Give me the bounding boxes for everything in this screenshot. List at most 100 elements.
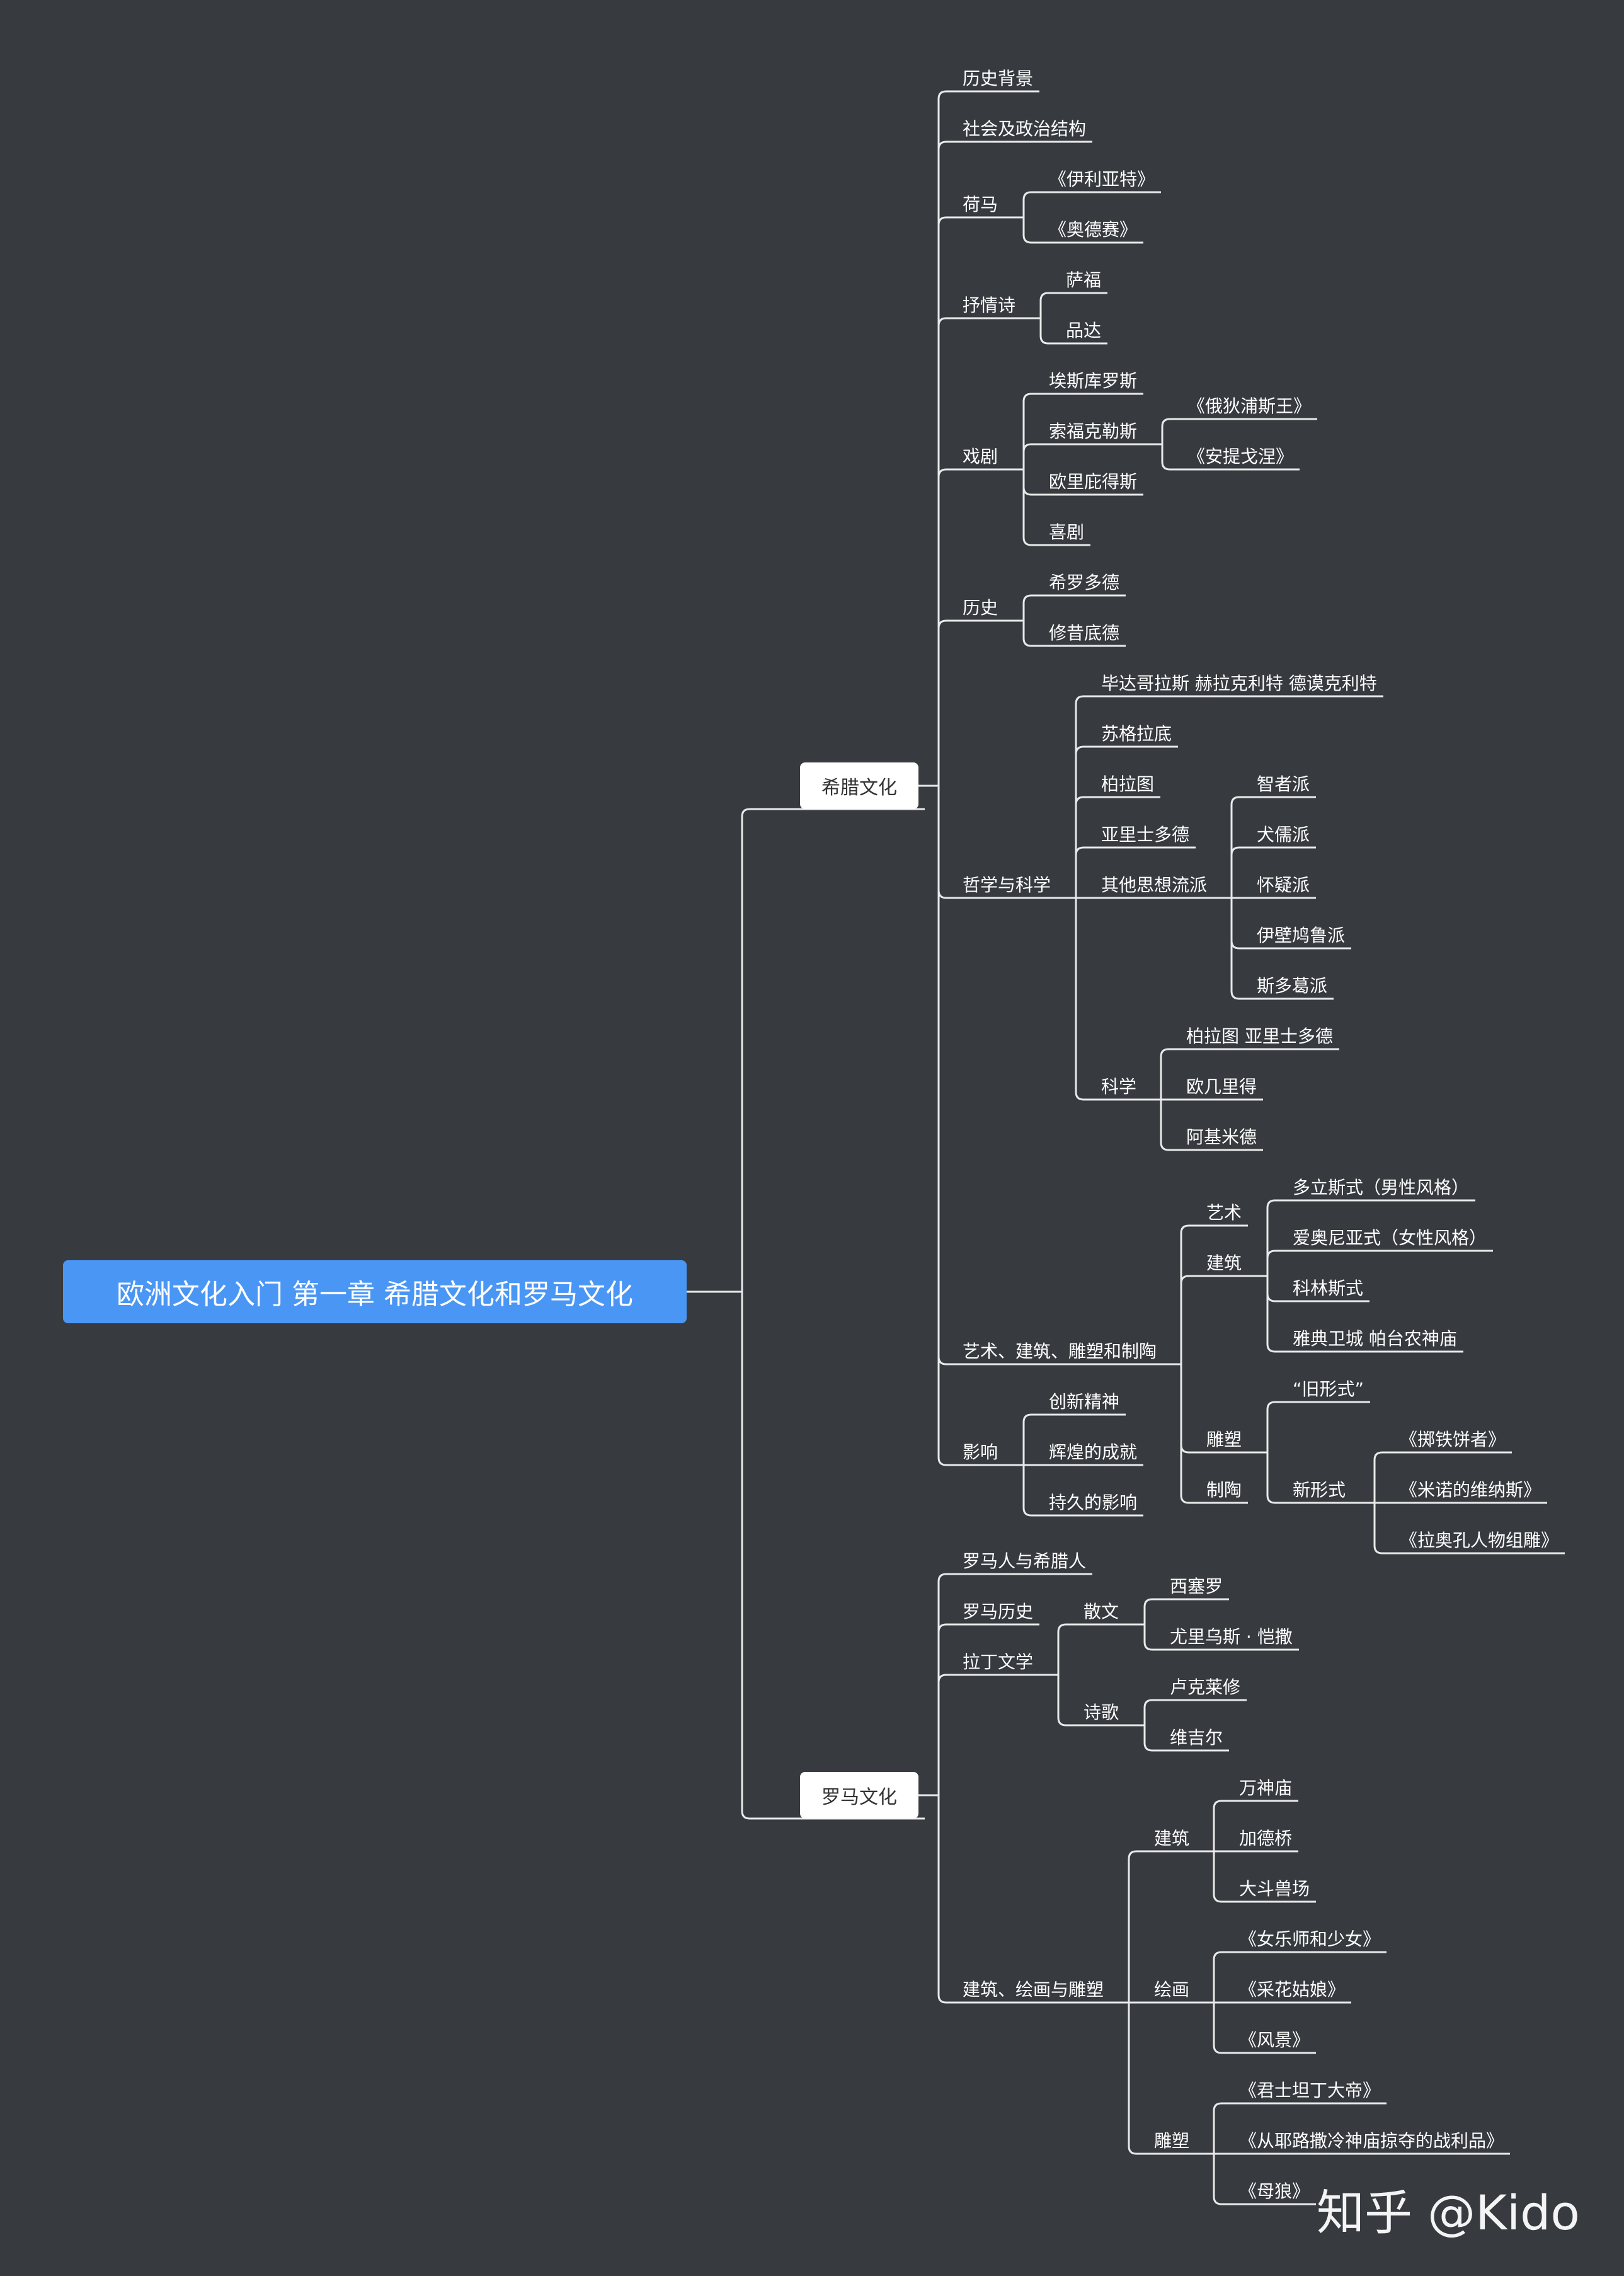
node-plato-aristotle[interactable]: 柏拉图 亚里士多德 <box>1186 1026 1333 1047</box>
node-acropolis-parthenon[interactable]: 雅典卫城 帕台农神庙 <box>1293 1328 1457 1349</box>
connector-23 <box>1022 469 1090 546</box>
node-history-background[interactable]: 历史背景 <box>963 68 1034 89</box>
node-landscape[interactable]: 《风景》 <box>1239 2030 1310 2050</box>
connector-25 <box>1161 418 1317 444</box>
node-aeschylus[interactable]: 埃斯库罗斯 <box>1049 371 1138 391</box>
node-homer[interactable]: 荷马 <box>963 194 998 215</box>
node-venus-de-milo[interactable]: 《米诺的维纳斯》 <box>1400 1480 1541 1500</box>
node-art[interactable]: 艺术 <box>1206 1202 1242 1223</box>
node-virgil[interactable]: 维吉尔 <box>1170 1727 1223 1748</box>
node-constantine[interactable]: 《君士坦丁大帝》 <box>1239 2080 1381 2101</box>
connector-8 <box>937 468 1004 786</box>
node-comedy[interactable]: 喜剧 <box>1049 522 1085 543</box>
node-society-politics[interactable]: 社会及政治结构 <box>963 118 1087 139</box>
connector-12 <box>937 786 1004 1466</box>
connector-15 <box>1022 217 1143 244</box>
node-roman-arts[interactable]: 建筑、绘画与雕塑 <box>963 1979 1104 2000</box>
roman-culture-node[interactable]: 罗马文化 <box>800 1772 918 1819</box>
node-achievement[interactable]: 辉煌的成就 <box>1049 1442 1138 1463</box>
node-musician-girl[interactable]: 《女乐师和少女》 <box>1239 1929 1381 1950</box>
node-science[interactable]: 科学 <box>1101 1076 1137 1097</box>
connector-38 <box>1230 796 1316 898</box>
node-poetry[interactable]: 诗歌 <box>1084 1702 1119 1723</box>
node-euripides[interactable]: 欧里庇得斯 <box>1049 471 1138 492</box>
node-lasting-influence[interactable]: 持久的影响 <box>1049 1492 1138 1513</box>
node-drama[interactable]: 戏剧 <box>963 446 998 467</box>
node-cicero[interactable]: 西塞罗 <box>1170 1576 1223 1597</box>
node-archimedes[interactable]: 阿基米德 <box>1186 1127 1257 1147</box>
node-she-wolf[interactable]: 《母狼》 <box>1239 2181 1310 2202</box>
connector-49 <box>1180 1275 1248 1364</box>
node-pottery[interactable]: 制陶 <box>1206 1480 1242 1500</box>
node-history[interactable]: 历史 <box>963 597 998 618</box>
node-colosseum[interactable]: 大斗兽场 <box>1239 1878 1310 1899</box>
root-node[interactable]: 欧洲文化入门 第一章 希腊文化和罗马文化 <box>63 1260 687 1323</box>
node-discobolus[interactable]: 《掷铁饼者》 <box>1400 1429 1506 1450</box>
connector-75 <box>1057 1675 1125 1727</box>
node-art-architecture[interactable]: 艺术、建筑、雕塑和制陶 <box>963 1341 1157 1362</box>
node-oedipus[interactable]: 《俄狄浦斯王》 <box>1187 396 1312 417</box>
connector-4 <box>937 90 1039 786</box>
connector-78 <box>1143 1624 1299 1651</box>
node-flower-girl[interactable]: 《采花姑娘》 <box>1239 1979 1346 2000</box>
node-caesar[interactable]: 尤里乌斯 · 恺撒 <box>1170 1626 1293 1647</box>
node-sappho[interactable]: 萨福 <box>1066 270 1102 290</box>
node-aristotle[interactable]: 亚里士多德 <box>1101 824 1190 845</box>
node-sophists[interactable]: 智者派 <box>1257 774 1310 795</box>
node-iliad[interactable]: 《伊利亚特》 <box>1049 169 1155 190</box>
node-skeptics[interactable]: 怀疑派 <box>1257 875 1310 895</box>
node-roman-history[interactable]: 罗马历史 <box>963 1601 1034 1622</box>
node-latin-literature[interactable]: 拉丁文学 <box>963 1652 1034 1672</box>
node-pantheon[interactable]: 万神庙 <box>1239 1778 1293 1798</box>
node-ionic[interactable]: 爱奥尼亚式（女性风格） <box>1293 1227 1487 1248</box>
node-innovation[interactable]: 创新精神 <box>1049 1391 1120 1412</box>
connector-21 <box>1022 443 1143 469</box>
node-sophocles[interactable]: 索福克勒斯 <box>1049 421 1138 442</box>
connector-9 <box>937 619 1004 786</box>
node-odyssey[interactable]: 《奥德赛》 <box>1049 219 1138 240</box>
greek-culture-node[interactable]: 希腊文化 <box>800 762 918 809</box>
connector-61 <box>1373 1451 1512 1503</box>
node-new-form[interactable]: 新形式 <box>1293 1480 1346 1500</box>
node-corinthian[interactable]: 科林斯式 <box>1293 1278 1364 1299</box>
connector-91 <box>1213 1951 1387 2003</box>
node-spoils-jerusalem[interactable]: 《从耶路撒冷神庙掠夺的战利品》 <box>1239 2130 1504 2151</box>
node-architecture[interactable]: 建筑 <box>1206 1253 1242 1273</box>
connector-95 <box>1213 2102 1387 2154</box>
connector-28 <box>1022 594 1126 621</box>
node-pont-du-gard[interactable]: 加德桥 <box>1239 1828 1293 1849</box>
connector-93 <box>1213 2003 1316 2054</box>
node-pindar[interactable]: 品达 <box>1066 320 1102 341</box>
node-epicureans[interactable]: 伊壁鸠鲁派 <box>1257 925 1346 946</box>
node-lucretius[interactable]: 卢克莱修 <box>1170 1677 1241 1698</box>
connector-70 <box>937 1623 1039 1795</box>
node-lyric-poetry[interactable]: 抒情诗 <box>963 295 1016 316</box>
node-sculpture[interactable]: 雕塑 <box>1206 1429 1242 1450</box>
connector-87 <box>1213 1800 1298 1851</box>
node-doric[interactable]: 多立斯式（男性风格） <box>1293 1177 1470 1198</box>
connector-42 <box>1230 898 1334 1000</box>
node-antigone[interactable]: 《安提戈涅》 <box>1187 446 1294 467</box>
node-euclid[interactable]: 欧几里得 <box>1186 1076 1257 1097</box>
node-romans-greeks[interactable]: 罗马人与希腊人 <box>963 1551 1087 1572</box>
connector-80 <box>1143 1699 1247 1725</box>
node-prose[interactable]: 散文 <box>1084 1601 1119 1622</box>
node-presocratics[interactable]: 毕达哥拉斯 赫拉克利特 德谟克利特 <box>1101 673 1377 694</box>
node-other-schools[interactable]: 其他思想流派 <box>1101 875 1208 895</box>
node-roman-painting[interactable]: 绘画 <box>1154 1979 1190 2000</box>
node-philosophy-science[interactable]: 哲学与科学 <box>963 875 1051 895</box>
node-roman-sculpture[interactable]: 雕塑 <box>1154 2130 1190 2151</box>
node-socrates[interactable]: 苏格拉底 <box>1101 723 1172 744</box>
node-cynics[interactable]: 犬儒派 <box>1257 824 1310 845</box>
node-plato[interactable]: 柏拉图 <box>1101 774 1155 795</box>
node-stoics[interactable]: 斯多葛派 <box>1257 975 1328 996</box>
node-old-form[interactable]: “旧形式” <box>1293 1379 1364 1400</box>
node-thucydides[interactable]: 修昔底德 <box>1049 623 1120 643</box>
node-influence[interactable]: 影响 <box>963 1442 998 1463</box>
node-roman-architecture[interactable]: 建筑 <box>1154 1828 1190 1849</box>
connector-17 <box>1039 292 1107 318</box>
node-herodotus[interactable]: 希罗多德 <box>1049 572 1120 593</box>
node-laocoon[interactable]: 《拉奥孔人物组雕》 <box>1400 1530 1559 1551</box>
